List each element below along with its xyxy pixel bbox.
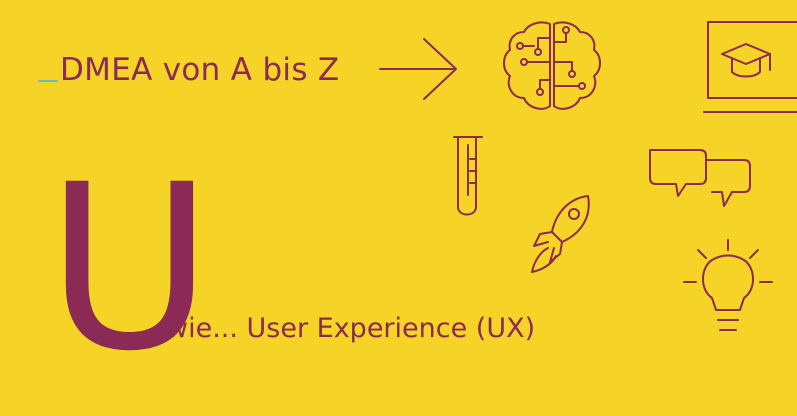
title-underscore-accent: [38, 80, 58, 82]
rocket-icon: [531, 195, 590, 273]
series-title: DMEA von A bis Z: [60, 52, 340, 88]
lightbulb-icon: [683, 239, 773, 331]
entry-letter: U: [46, 135, 213, 401]
brain-circuit-icon: [503, 21, 601, 110]
speech-bubbles-icon: [649, 149, 751, 207]
monitor-graduation-cap-icon: [703, 21, 797, 113]
entry-subtitle: wie... User Experience (UX): [166, 313, 536, 344]
arrow-right-icon: [379, 38, 457, 100]
test-tube-icon: [453, 136, 483, 216]
